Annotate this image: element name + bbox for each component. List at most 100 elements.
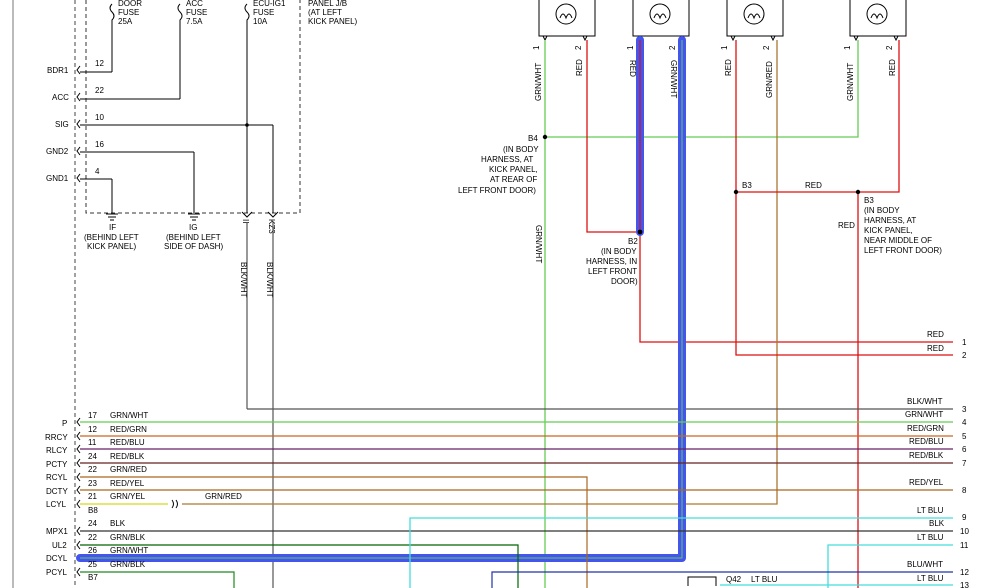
splice-b3-red-label: RED [805,181,822,190]
row-wire: GRN/BLK [110,533,146,542]
lamp-4-pin2: 2 [885,45,894,50]
splice-b2-desc2: HARNESS, IN [586,257,637,266]
ecu-pin-name: ACC [52,93,69,102]
inline-connector [171,499,178,509]
lamp-1: 1 2 GRN/WHT RED [532,0,596,101]
splice-b2-desc3: LEFT FRONT [588,267,637,276]
row-wire: GRN/RED [110,465,147,474]
term-wire: RED [927,344,944,353]
term-wire: LT BLU [917,533,944,542]
lamp-3: 1 2 RED GRN/RED [720,0,784,98]
splice-b3-desc3: KICK PANEL, [864,226,913,235]
term-wire: RED/BLK [909,451,944,460]
panel-note-line3: KICK PANEL) [308,17,358,26]
ecu-pin-name: SIG [55,120,69,129]
ground-ig-desc1: (BEHIND LEFT [166,233,221,242]
row-pin: 22 [88,465,97,474]
ecu-pin-num: 22 [95,86,104,95]
wire-red-lamp3-b3 [735,40,953,356]
splice-b3-desc1: (IN BODY [864,206,900,215]
ecu-pin-name: GND1 [46,174,69,183]
ground-if-id: IF [109,223,116,232]
splice-b4-dot [542,134,548,140]
term-num: 6 [962,445,967,454]
term-num: 11 [960,541,969,550]
fuse-door-label: FUSE [118,8,139,17]
splice-b3-side-label: RED [838,221,855,230]
wire-label-blk-wht-1: BLK/WHT [239,262,248,298]
term-wire: RED/YEL [909,478,944,487]
fuse-ecu-name: ECU-IG1 [253,0,286,8]
row-wire: GRN/BLK [110,560,146,569]
splice-b4-desc4: AT REAR OF [490,175,537,184]
fuse-acc-rating: 7.5A [186,17,203,26]
row-pin: B7 [88,573,98,582]
splice-b3-desc4: NEAR MIDDLE OF [864,236,932,245]
ecu-pin-num: 4 [95,167,100,176]
term-num: 4 [962,418,967,427]
splice-b2-id: B2 [628,237,638,246]
row-name: PCYL [46,568,67,577]
lamp-2-pin1: 1 [626,45,635,50]
wire-grn-wht-b4 [545,40,859,138]
wire-red-b2-term1 [639,232,953,343]
ecu-pin-num: 10 [95,113,104,122]
splice-b3-left-id: B3 [742,181,752,190]
bottom-wire-label: LT BLU [751,575,778,584]
panel-note-line1: PANEL J/B [308,0,347,8]
ground-if-desc1: (BEHIND LEFT [84,233,139,242]
wire-red-lamp4-b3 [858,40,900,193]
splice-b2-dot [637,229,643,235]
jb-connector-ii [241,211,253,218]
row-wire: RED/GRN [110,425,147,434]
lamp-2-pin2: 2 [668,45,677,50]
row-name: RLCY [46,446,68,455]
wire-lt-blu-11 [827,544,953,588]
fuse-ecu-rating: 10A [253,17,268,26]
fuse-acc-name: ACC [186,0,203,8]
row-name: LCYL [46,500,67,509]
ecu-pin-bdr1: BDR1 12 [47,59,112,75]
term-num: 3 [962,405,967,414]
splice-b3-desc5: LEFT FRONT DOOR) [864,246,942,255]
fuse-door-name: DOOR [118,0,142,8]
term-wire: BLK [929,519,945,528]
lamp-2: 1 2 [626,0,690,50]
splice-b4-id: B4 [528,134,538,143]
splice-b3-desc2: HARNESS, AT [864,216,916,225]
wire-label-grn-wht-left: GRN/WHT [534,225,543,263]
wire-ul2-main [76,36,686,562]
term-wire: RED/GRN [907,424,944,433]
term-num: 5 [962,432,967,441]
fuse-acc-label: FUSE [186,8,207,17]
connector-q42 [687,576,717,586]
splice-b3-left-dot [733,189,739,195]
term-wire: RED [927,330,944,339]
fuse-acc: ACC FUSE 7.5A [177,0,207,99]
lamp-1-wire1: GRN/WHT [534,63,543,101]
ground-symbol-ig [188,213,200,221]
term-wire: LT BLU [917,506,944,515]
term-num: 13 [960,581,969,588]
left-connector-brackets [76,417,81,577]
row-name: P [62,419,67,428]
row-pin: B8 [88,506,98,515]
lamp-1-pin2: 2 [574,45,583,50]
row-wire: BLK [110,519,126,528]
wire-blu-wht-12 [491,571,953,588]
splice-b4-desc5: LEFT FRONT DOOR) [458,186,536,195]
splice-b4-desc2: HARNESS, AT [481,155,533,164]
row-wire: RED/BLU [110,438,145,447]
row-pin: 23 [88,479,97,488]
lamp-1-wire2: RED [575,59,584,76]
lamp-3-pin1: 1 [720,45,729,50]
term-wire: GRN/WHT [905,410,943,419]
ecu-pin-gnd2: GND2 16 [46,140,195,213]
row-pin: 24 [88,452,97,461]
panel-note-line2: (AT LEFT [308,8,342,17]
term-num: 2 [962,351,967,360]
ground-ig-id: IG [189,223,197,232]
wire-red-lamp1-b2 [586,40,640,233]
ecu-pin-name: BDR1 [47,66,69,75]
